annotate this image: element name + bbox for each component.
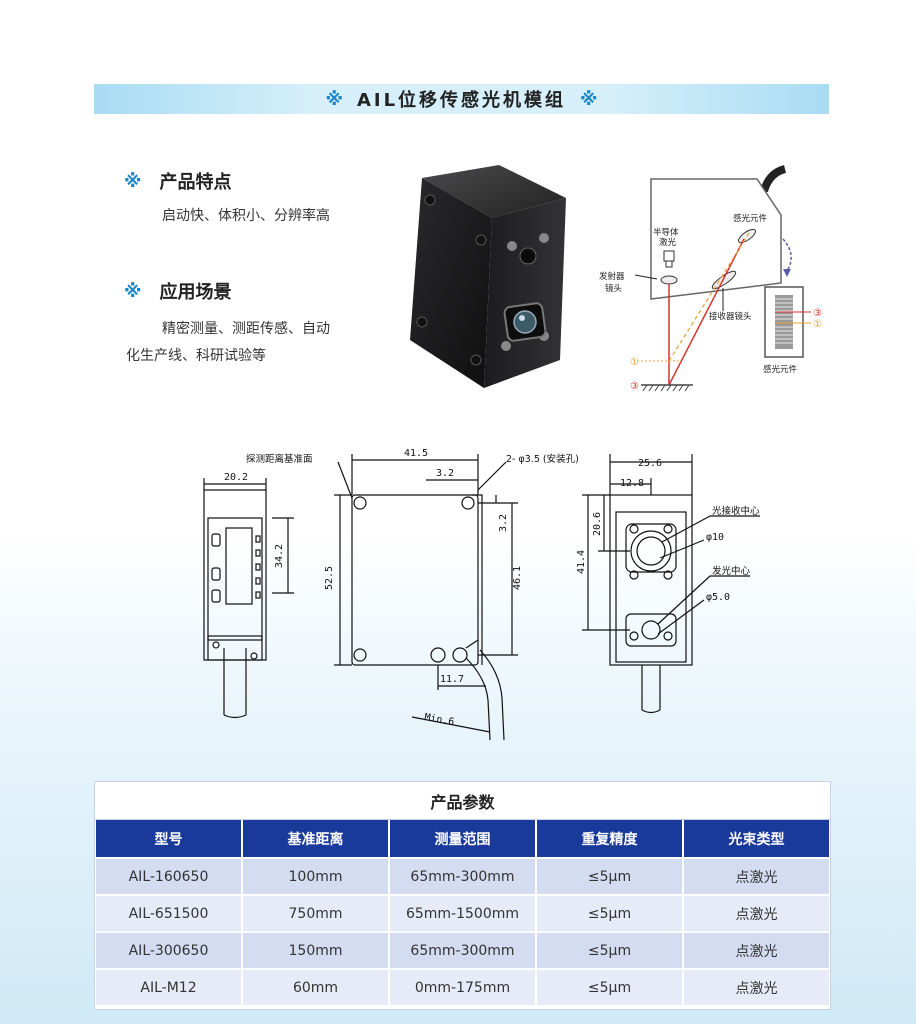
ref-face-label: 探测距离基准面 (246, 453, 313, 465)
table-cell: ≤5μm (537, 970, 682, 1005)
principle-diagram: 半导体 激光 感光元件 发射器 镜头 接收器镜头 ① ③ ③ ① 感光元件 (599, 165, 822, 392)
scenarios-text-line2: 化生产线、科研试验等 (126, 348, 266, 364)
dimension-drawings: 20.2 34.2 探测距离基准面 41.5 3.2 2- φ3.5 (安装孔)… (203, 448, 760, 740)
scenarios-title: 应用场景 (159, 282, 232, 303)
title-mark-left: ※ (325, 88, 343, 110)
table-cell: AIL-M12 (96, 970, 241, 1005)
table-cell: ≤5μm (537, 859, 682, 894)
scenarios-text-line1: 精密测量、测距传感、自动 (162, 321, 330, 337)
features-mark: ※ (124, 170, 142, 192)
col-header-beam-type: 光束类型 (684, 820, 829, 857)
params-grid: 型号 基准距离 测量范围 重复精度 光束类型 AIL-160650 100mm … (95, 820, 830, 1005)
table-cell: AIL-160650 (96, 859, 241, 894)
dim-side-height: 34.2 (274, 544, 285, 568)
rx-dia-label: φ10 (706, 532, 724, 543)
dim-side-offset: 3.2 (498, 514, 509, 532)
col-header-ref-distance: 基准距离 (243, 820, 388, 857)
features-title: 产品特点 (159, 172, 232, 193)
tx-dia-label: φ5.0 (706, 592, 730, 603)
table-cell: 750mm (243, 896, 388, 931)
mark-3-right: ③ (813, 308, 822, 319)
page-title-bar: ※ AIL位移传感光机模组 ※ (94, 84, 829, 114)
table-cell: 65mm-300mm (390, 933, 535, 968)
dim-rx-height: 20.6 (592, 512, 603, 536)
table-cell: 点激光 (684, 933, 829, 968)
table-cell: 0mm-175mm (390, 970, 535, 1005)
dim-front-width: 41.5 (404, 448, 428, 459)
sensor-bottom-label: 感光元件 (763, 364, 798, 375)
table-cell: 65mm-300mm (390, 859, 535, 894)
title-mark-right: ※ (580, 88, 598, 110)
table-cell: 点激光 (684, 896, 829, 931)
receiver-label: 接收器镜头 (709, 311, 752, 322)
table-cell: 点激光 (684, 970, 829, 1005)
laser-label-line1: 半导体 (653, 227, 679, 238)
tx-center-label: 发光中心 (712, 565, 751, 577)
scenarios-heading: ※ 应用场景 (124, 278, 232, 304)
params-table: 产品参数 型号 基准距离 测量范围 重复精度 光束类型 AIL-160650 1… (94, 781, 831, 1010)
rx-center-label: 光接收中心 (712, 505, 760, 517)
mark-3-left: ③ (630, 381, 639, 392)
laser-label-line2: 激光 (659, 237, 677, 248)
table-cell: 150mm (243, 933, 388, 968)
col-header-model: 型号 (96, 820, 241, 857)
dim-front-height: 52.5 (324, 566, 335, 590)
dim-hole-offset: 3.2 (436, 468, 454, 479)
table-cell: 100mm (243, 859, 388, 894)
scenarios-mark: ※ (124, 280, 142, 302)
emitter-label-line1: 发射器 (599, 271, 625, 282)
table-cell: ≤5μm (537, 933, 682, 968)
emitter-label-line2: 镜头 (605, 283, 623, 294)
features-text: 启动快、体积小、分辨率高 (162, 208, 330, 224)
table-cell: 65mm-1500mm (390, 896, 535, 931)
col-header-range: 测量范围 (390, 820, 535, 857)
features-heading: ※ 产品特点 (124, 168, 232, 194)
table-cell: AIL-651500 (96, 896, 241, 931)
sensor-label: 感光元件 (733, 213, 768, 224)
dim-back-width: 25.6 (638, 458, 662, 469)
dim-tx-height: 41.4 (576, 550, 587, 574)
dim-back-center: 12.8 (620, 478, 644, 489)
dim-hole-spacing: 46.1 (512, 566, 523, 590)
dim-cable-offset: 11.7 (440, 674, 464, 685)
dim-side-width: 20.2 (224, 472, 248, 483)
page-title: AIL位移传感光机模组 (356, 90, 567, 111)
product-photo (410, 165, 566, 388)
mount-hole-label: 2- φ3.5 (安装孔) (506, 453, 579, 465)
params-title: 产品参数 (95, 782, 830, 820)
col-header-repeatability: 重复精度 (537, 820, 682, 857)
mark-1-left: ① (630, 357, 639, 368)
table-cell: ≤5μm (537, 896, 682, 931)
table-cell: 60mm (243, 970, 388, 1005)
table-cell: 点激光 (684, 859, 829, 894)
mark-1-right: ① (813, 319, 822, 330)
dim-min-bend: Min.6 (423, 712, 455, 728)
table-cell: AIL-300650 (96, 933, 241, 968)
